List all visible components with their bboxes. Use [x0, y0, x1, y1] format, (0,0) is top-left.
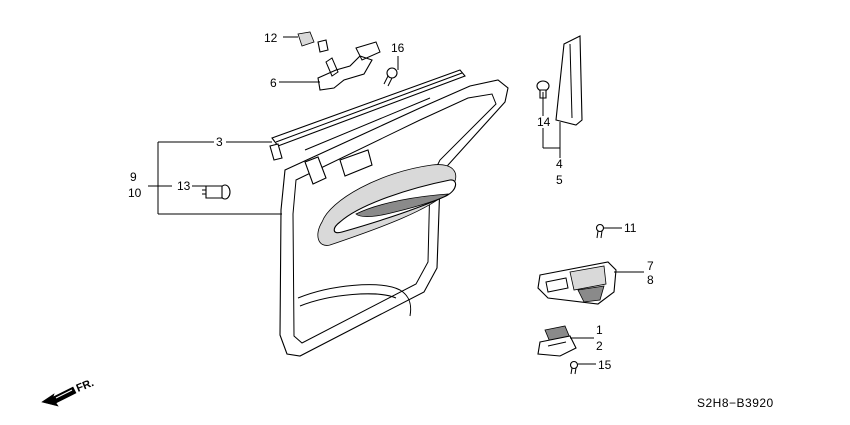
label-3: 3: [216, 135, 223, 149]
switch-part: [537, 325, 577, 357]
screw-part-15: [569, 360, 579, 375]
label-10: 10: [128, 186, 142, 200]
screw-part-16: [383, 67, 398, 87]
leader-lines: [148, 36, 644, 365]
label-11: 11: [624, 221, 637, 235]
label-2: 2: [596, 339, 603, 353]
garnish-part: [555, 35, 583, 126]
switch-panel-part: [537, 261, 617, 305]
label-12: 12: [264, 31, 278, 45]
door-lining-panel: [279, 79, 509, 357]
clip-part-14: [536, 80, 550, 99]
bracket-part: [317, 41, 381, 91]
weatherstrip-part: [269, 69, 466, 161]
label-4: 4: [556, 157, 563, 171]
label-16: 16: [391, 41, 405, 55]
label-5: 5: [556, 173, 563, 187]
fr-label: FR.: [75, 377, 96, 395]
label-14: 14: [537, 115, 551, 129]
screw-part-11: [595, 223, 605, 239]
label-1: 1: [596, 323, 603, 337]
label-15: 15: [598, 358, 612, 372]
label-6: 6: [270, 76, 277, 90]
label-9: 9: [130, 170, 137, 184]
clip-part-13: [202, 184, 231, 200]
front-direction-arrow: FR.: [41, 377, 96, 407]
clip-part-12: [297, 31, 329, 53]
label-8: 8: [647, 273, 654, 287]
diagram-code: S2H8−B3920: [697, 396, 774, 410]
label-13: 13: [177, 179, 191, 193]
label-7: 7: [647, 259, 654, 273]
